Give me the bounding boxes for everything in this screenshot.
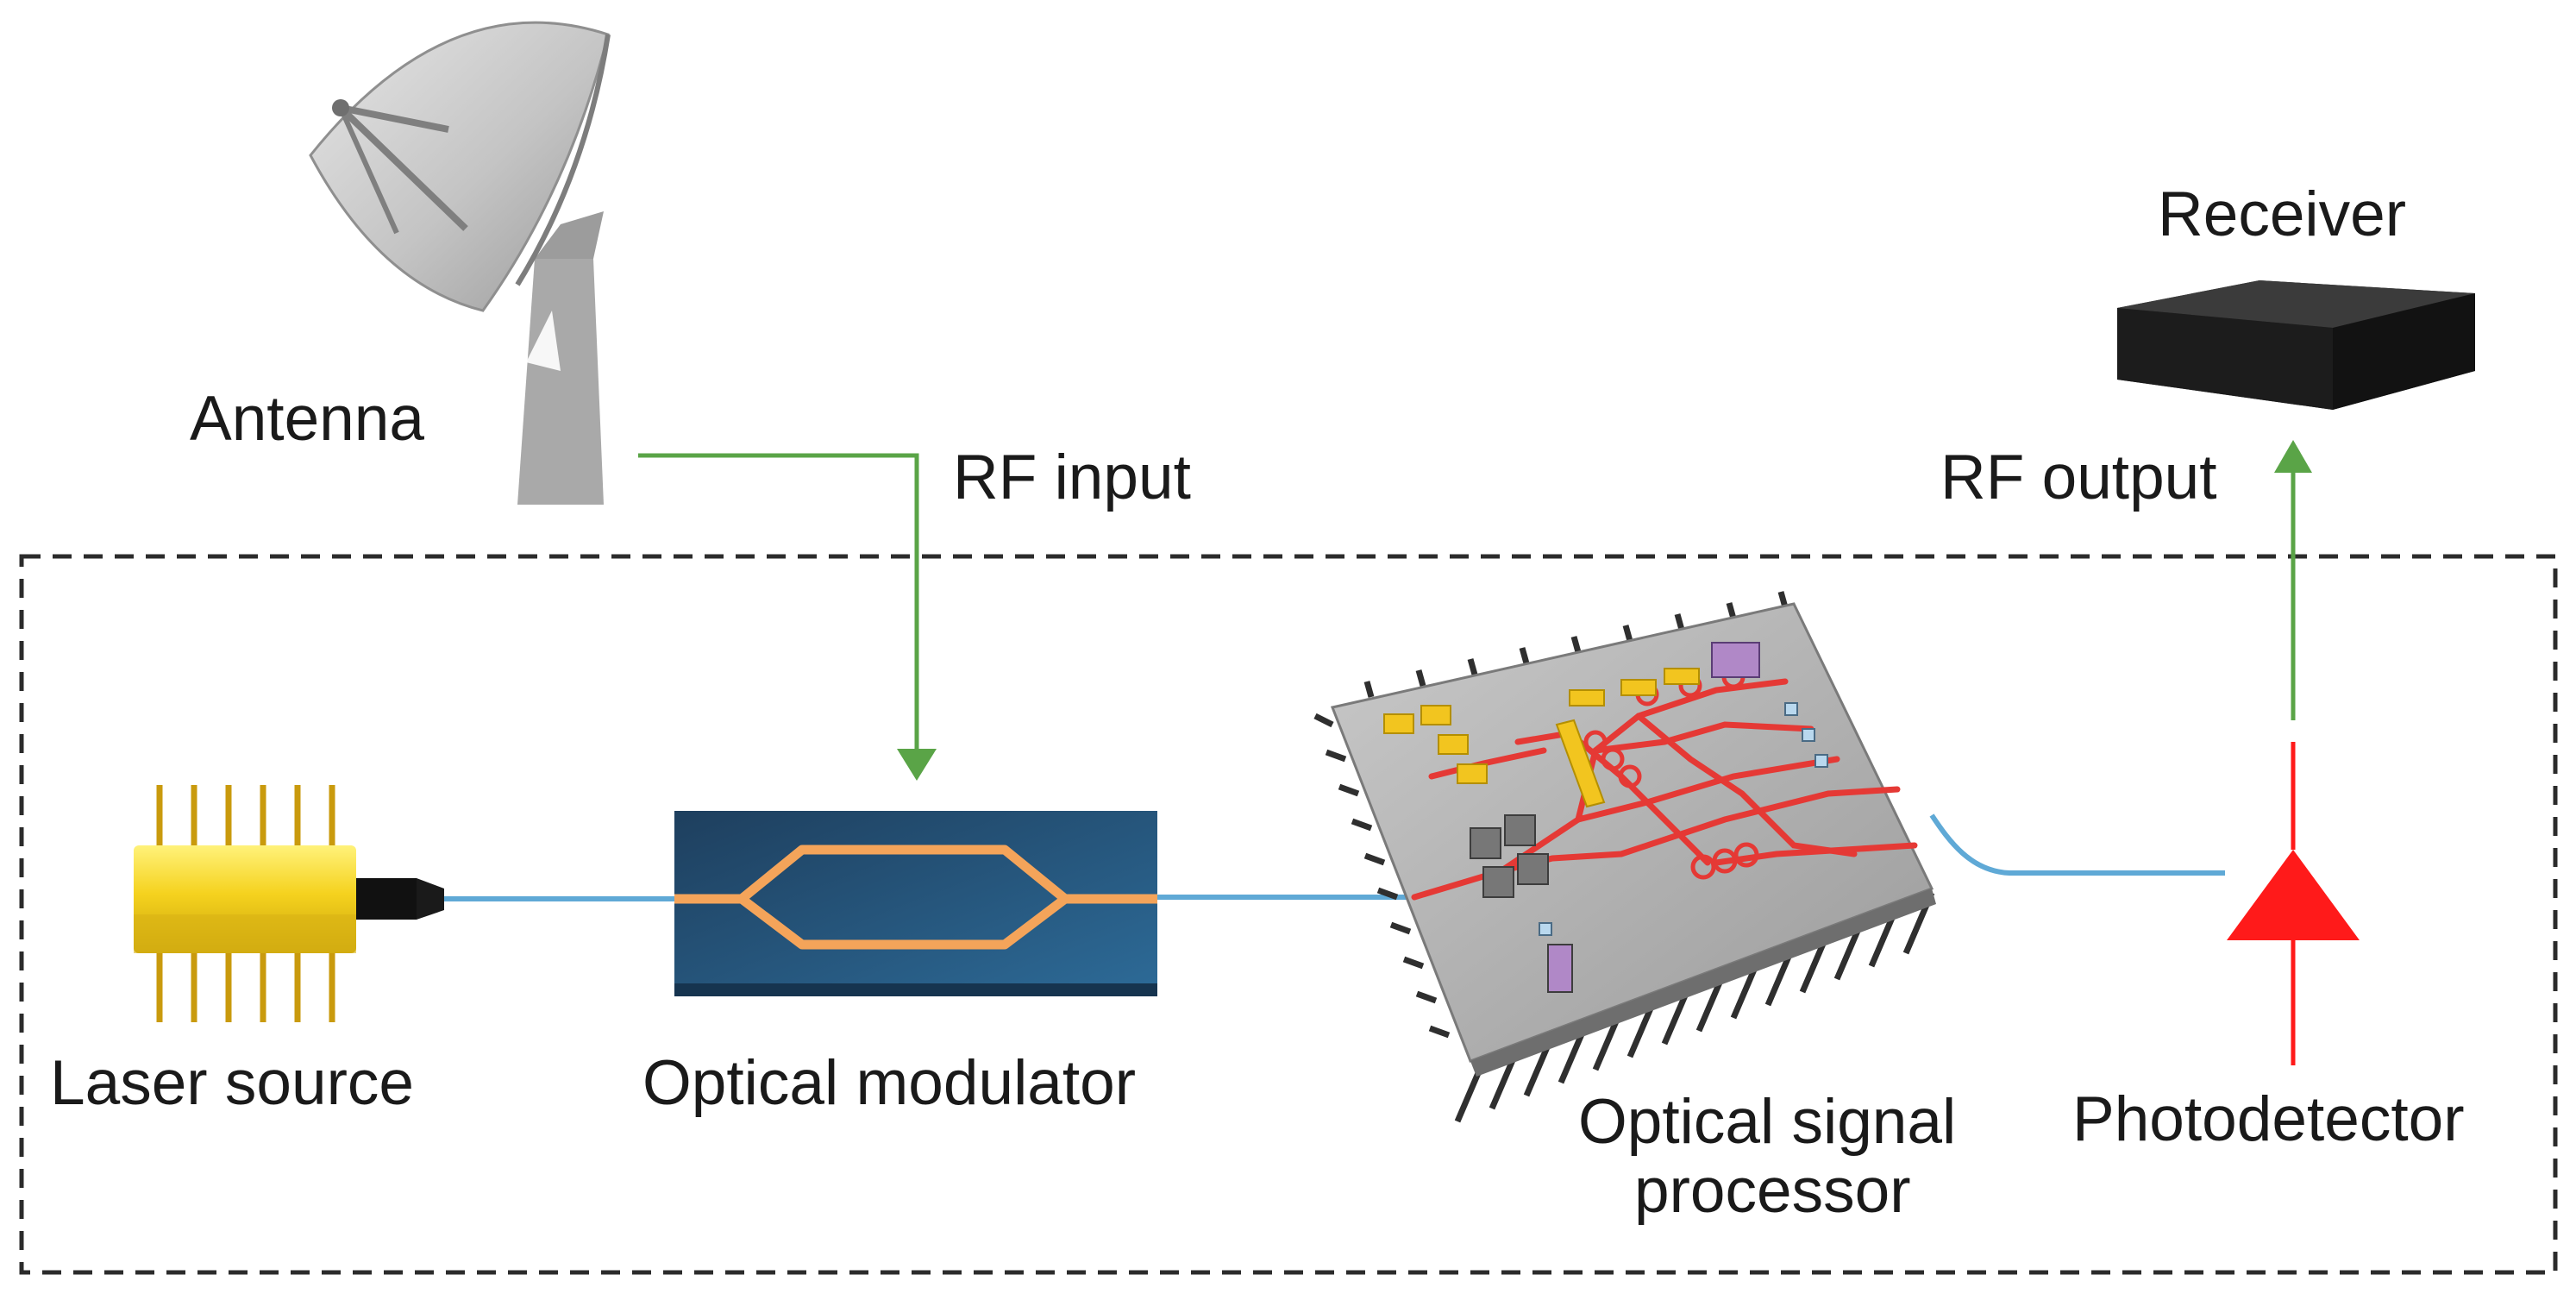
rf-output-arrowhead [2274, 440, 2312, 473]
receiver-label: Receiver [2158, 179, 2406, 249]
optical-signal-processor-label-line2: processor [1634, 1156, 1911, 1226]
photodetector-icon [2227, 742, 2360, 1065]
optical-signal-processor-icon [1313, 591, 1936, 1123]
antenna-label: Antenna [190, 384, 424, 454]
laser-source-icon [134, 785, 444, 1022]
rf-output-label: RF output [1940, 443, 2217, 512]
optical-modulator-label: Optical modulator [642, 1048, 1136, 1118]
optical-signal-processor-label-line1: Optical signal [1578, 1087, 1956, 1157]
receiver-icon [2117, 280, 2475, 410]
antenna-icon [309, 21, 611, 505]
optical-modulator-icon [674, 811, 1157, 996]
photodetector-label: Photodetector [2072, 1084, 2465, 1154]
rf-input-label: RF input [953, 443, 1191, 512]
fiber-processor-to-photodetector [1929, 813, 2225, 876]
laser-source-label: Laser source [50, 1048, 414, 1118]
rf-input-arrowhead [897, 749, 937, 781]
system-boundary [19, 554, 2558, 1275]
rf-input-line [638, 453, 919, 759]
